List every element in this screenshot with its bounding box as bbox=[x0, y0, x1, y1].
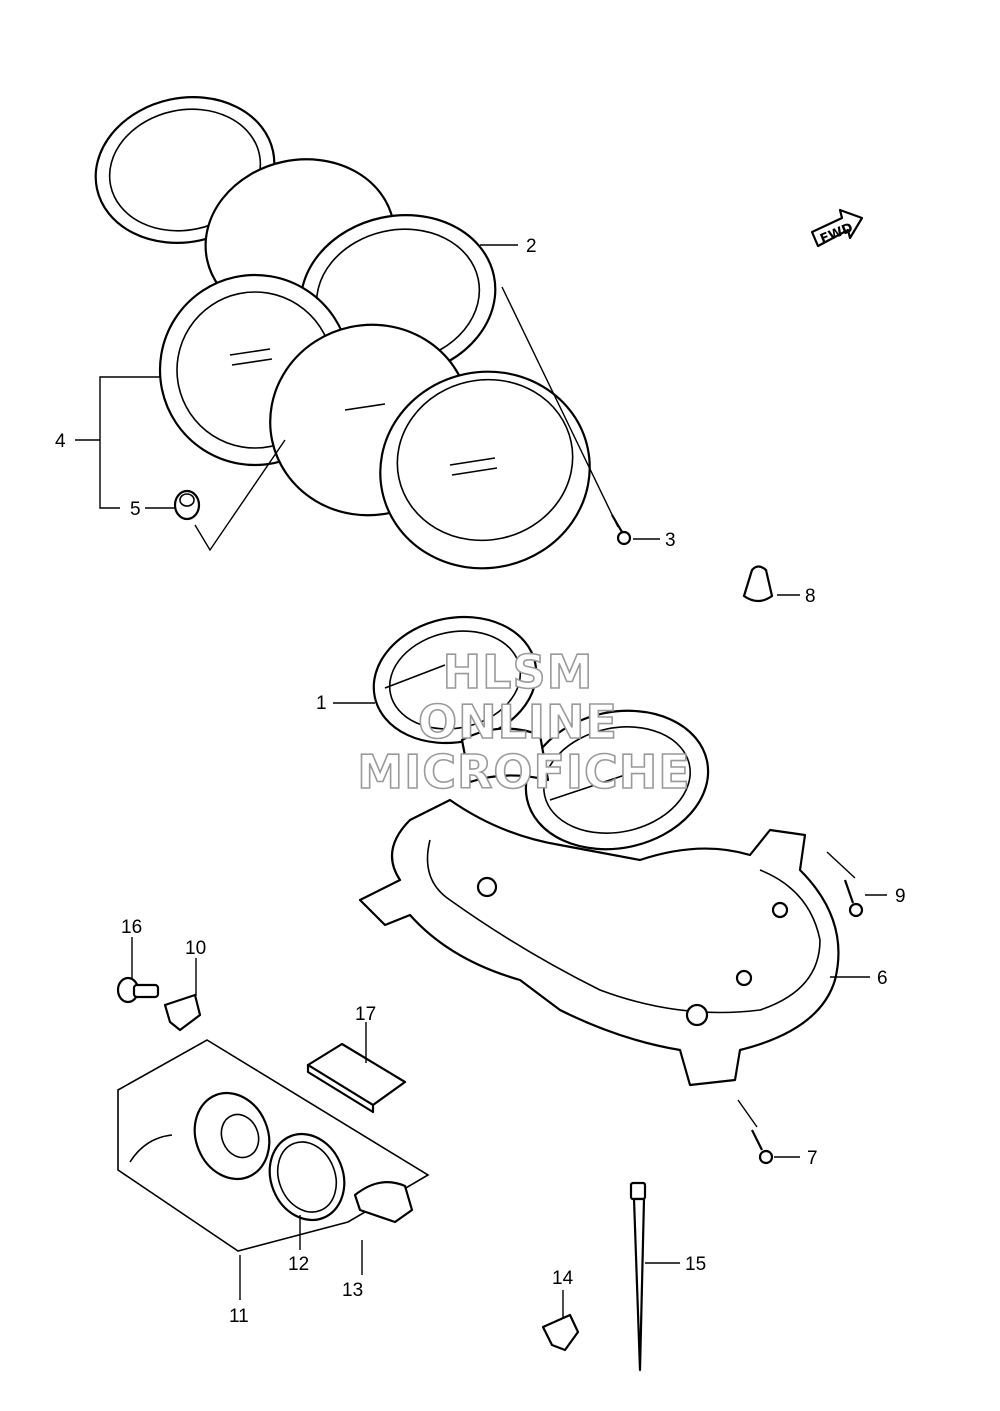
watermark: HLSM ONLINE MICROFICHE bbox=[356, 644, 690, 800]
callout-3: 3 bbox=[665, 530, 676, 551]
meter-assembly bbox=[372, 615, 710, 851]
clip-nut bbox=[163, 993, 202, 1032]
meter-case bbox=[158, 273, 591, 570]
cushion-pad bbox=[306, 1042, 407, 1114]
callout-11: 11 bbox=[229, 1306, 249, 1327]
callout-2: 2 bbox=[526, 236, 537, 257]
watermark-line-2: ONLINE bbox=[418, 695, 618, 749]
grommet bbox=[173, 489, 201, 521]
clamp bbox=[541, 1313, 580, 1352]
callout-1: 1 bbox=[316, 693, 327, 714]
fwd-arrow: FWD bbox=[810, 208, 864, 247]
callout-7: 7 bbox=[807, 1148, 818, 1169]
lower-case bbox=[358, 798, 840, 1087]
screw-bottom bbox=[751, 1129, 774, 1165]
callout-4: 4 bbox=[55, 431, 66, 452]
callout-14: 14 bbox=[552, 1268, 574, 1289]
leader-lines bbox=[75, 244, 887, 1318]
callout-12: 12 bbox=[288, 1254, 309, 1275]
cap bbox=[742, 565, 774, 603]
callout-13: 13 bbox=[342, 1280, 363, 1301]
watermark-line-3: MICROFICHE bbox=[357, 745, 690, 799]
socket-kit-box bbox=[117, 1039, 430, 1252]
callout-15: 15 bbox=[685, 1254, 706, 1275]
callout-17: 17 bbox=[355, 1004, 376, 1025]
callout-5: 5 bbox=[130, 499, 141, 520]
callout-8: 8 bbox=[805, 586, 816, 607]
callout-10: 10 bbox=[185, 938, 206, 959]
screw-right bbox=[843, 879, 864, 918]
cable-tie bbox=[629, 1181, 647, 1372]
watermark-line-1: HLSM bbox=[443, 645, 594, 699]
bolt bbox=[116, 976, 160, 1004]
callout-9: 9 bbox=[895, 886, 906, 907]
callout-labels: 1 2 3 4 5 6 7 8 9 10 11 12 13 14 15 16 1… bbox=[55, 236, 906, 1327]
callout-16: 16 bbox=[121, 917, 142, 938]
callout-6: 6 bbox=[877, 968, 888, 989]
